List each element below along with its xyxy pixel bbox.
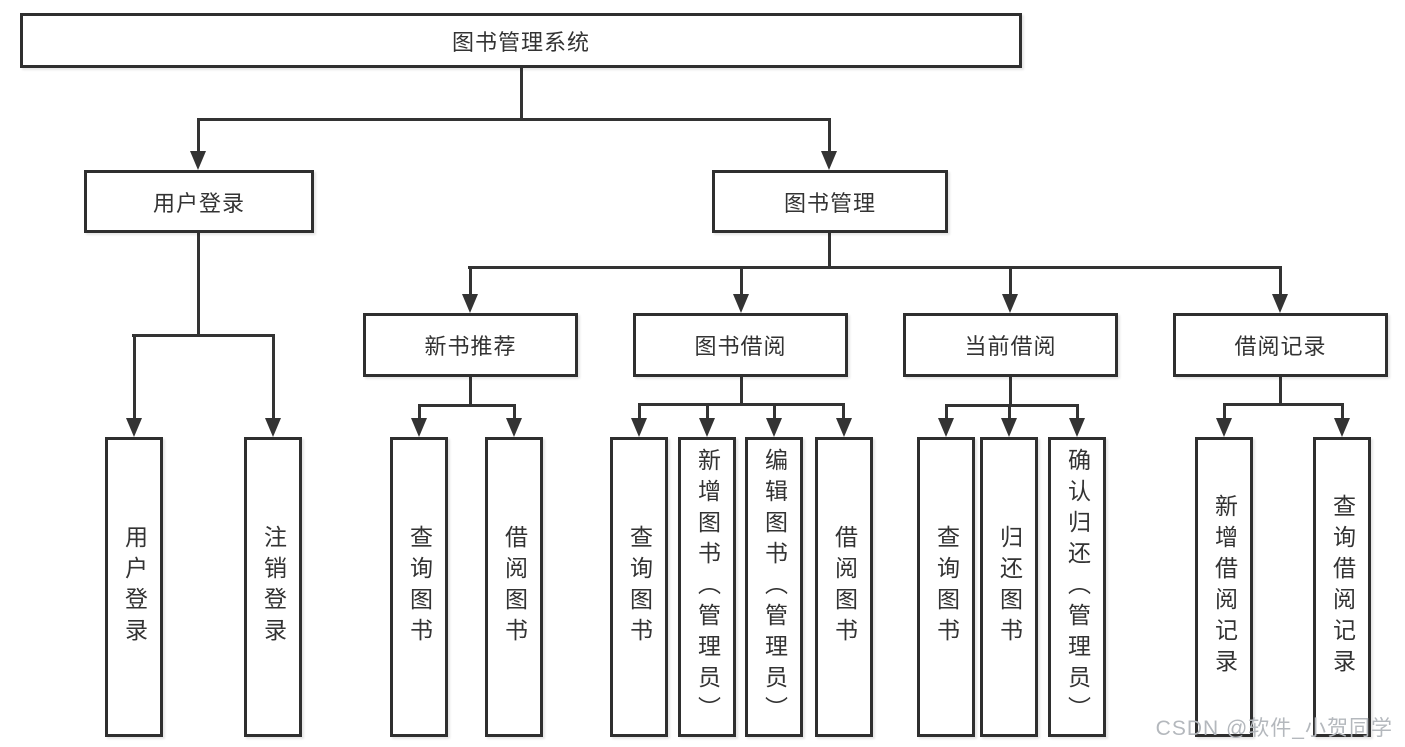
- connector-v: [1008, 404, 1011, 421]
- arrowhead-down-icon: [938, 418, 954, 437]
- connector-v: [133, 334, 136, 421]
- connector-v: [1076, 404, 1079, 421]
- node-label: 图书管理: [783, 190, 876, 216]
- arrowhead-down-icon: [836, 418, 852, 437]
- leaf-label: 新增图书（管理员）: [694, 447, 721, 727]
- arrowhead-down-icon: [821, 151, 837, 170]
- arrowhead-down-icon: [1334, 418, 1350, 437]
- arrowhead-down-icon: [1216, 418, 1232, 437]
- arrowhead-down-icon: [265, 418, 281, 437]
- connector-v: [469, 266, 472, 298]
- arrowhead-down-icon: [1272, 294, 1288, 313]
- leaf-current-return-books: 归还图书: [980, 437, 1038, 737]
- connector-v: [638, 403, 641, 421]
- connector-v: [740, 266, 743, 298]
- connector-v: [469, 376, 472, 407]
- leaf-label: 编辑图书（管理员）: [761, 447, 788, 727]
- node-label: 借阅记录: [1234, 334, 1327, 359]
- connector-v: [1279, 266, 1282, 298]
- leaf-current-confirm-return-admin: 确认归还（管理员）: [1048, 437, 1106, 737]
- node-user-login: 用户登录: [84, 170, 314, 233]
- connector-v: [513, 404, 516, 421]
- connector-v: [197, 233, 200, 337]
- leaf-label: 借阅图书: [831, 525, 858, 649]
- leaf-records-add-record: 新增借阅记录: [1195, 437, 1253, 737]
- connector-h: [1223, 403, 1344, 406]
- arrowhead-down-icon: [506, 418, 522, 437]
- arrowhead-down-icon: [1069, 418, 1085, 437]
- arrowhead-down-icon: [126, 418, 142, 437]
- leaf-label: 借阅图书: [501, 525, 528, 649]
- connector-v: [842, 403, 845, 421]
- leaf-records-query-record: 查询借阅记录: [1313, 437, 1371, 737]
- connector-v: [706, 403, 709, 421]
- arrowhead-down-icon: [190, 151, 206, 170]
- arrowhead-down-icon: [411, 418, 427, 437]
- connector-v: [945, 404, 948, 421]
- csdn-watermark: CSDN @软件_小贺同学: [1155, 717, 1393, 740]
- node-root: 图书管理系统: [20, 13, 1022, 68]
- leaf-logout: 注销登录: [244, 437, 302, 737]
- leaf-label: 查询借阅记录: [1329, 494, 1356, 680]
- connector-h: [638, 403, 845, 406]
- leaf-label: 查询图书: [933, 525, 960, 649]
- node-current-borrowing: 当前借阅: [903, 313, 1118, 377]
- connector-v: [1223, 403, 1226, 421]
- leaf-label: 查询图书: [406, 525, 433, 649]
- arrowhead-down-icon: [1002, 294, 1018, 313]
- arrowhead-down-icon: [631, 418, 647, 437]
- node-root-label: 图书管理系统: [451, 29, 590, 55]
- leaf-recommend-borrow-books: 借阅图书: [485, 437, 543, 737]
- connector-h: [945, 404, 1078, 407]
- arrowhead-down-icon: [733, 294, 749, 313]
- connector-v: [272, 334, 275, 421]
- node-label: 新书推荐: [424, 334, 517, 359]
- connector-v: [740, 376, 743, 406]
- connector-v: [197, 118, 200, 153]
- connector-v: [418, 404, 421, 421]
- leaf-current-query-books: 查询图书: [917, 437, 975, 737]
- leaf-borrowing-add-books-admin: 新增图书（管理员）: [678, 437, 736, 737]
- connector-v: [1341, 403, 1344, 421]
- arrowhead-down-icon: [1001, 418, 1017, 437]
- leaf-label: 注销登录: [260, 525, 287, 649]
- connector-v: [1009, 266, 1012, 298]
- connector-v: [520, 67, 523, 120]
- node-borrowing-records: 借阅记录: [1173, 313, 1388, 377]
- arrowhead-down-icon: [766, 418, 782, 437]
- leaf-label: 查询图书: [626, 525, 653, 649]
- leaf-borrowing-borrow-books: 借阅图书: [815, 437, 873, 737]
- leaf-recommend-query-books: 查询图书: [390, 437, 448, 737]
- node-label: 当前借阅: [964, 334, 1057, 359]
- arrowhead-down-icon: [462, 294, 478, 313]
- connector-h: [468, 266, 1282, 269]
- connector-h: [418, 404, 516, 407]
- connector-v: [773, 403, 776, 421]
- node-new-book-recommend: 新书推荐: [363, 313, 578, 377]
- node-book-management: 图书管理: [712, 170, 948, 233]
- leaf-borrowing-query-books: 查询图书: [610, 437, 668, 737]
- connector-v: [828, 233, 831, 269]
- leaf-label: 确认归还（管理员）: [1064, 447, 1091, 727]
- node-book-borrowing: 图书借阅: [633, 313, 848, 377]
- leaf-user-login: 用户登录: [105, 437, 163, 737]
- leaf-label: 用户登录: [121, 525, 148, 649]
- leaf-label: 新增借阅记录: [1211, 494, 1238, 680]
- leaf-borrowing-edit-books-admin: 编辑图书（管理员）: [745, 437, 803, 737]
- leaf-label: 归还图书: [996, 525, 1023, 649]
- connector-v: [1009, 376, 1012, 407]
- connector-v: [1279, 376, 1282, 405]
- arrowhead-down-icon: [699, 418, 715, 437]
- connector-v: [828, 118, 831, 153]
- node-label: 图书借阅: [694, 334, 787, 359]
- connector-h: [132, 334, 275, 337]
- connector-h: [197, 118, 831, 121]
- node-label: 用户登录: [152, 190, 245, 216]
